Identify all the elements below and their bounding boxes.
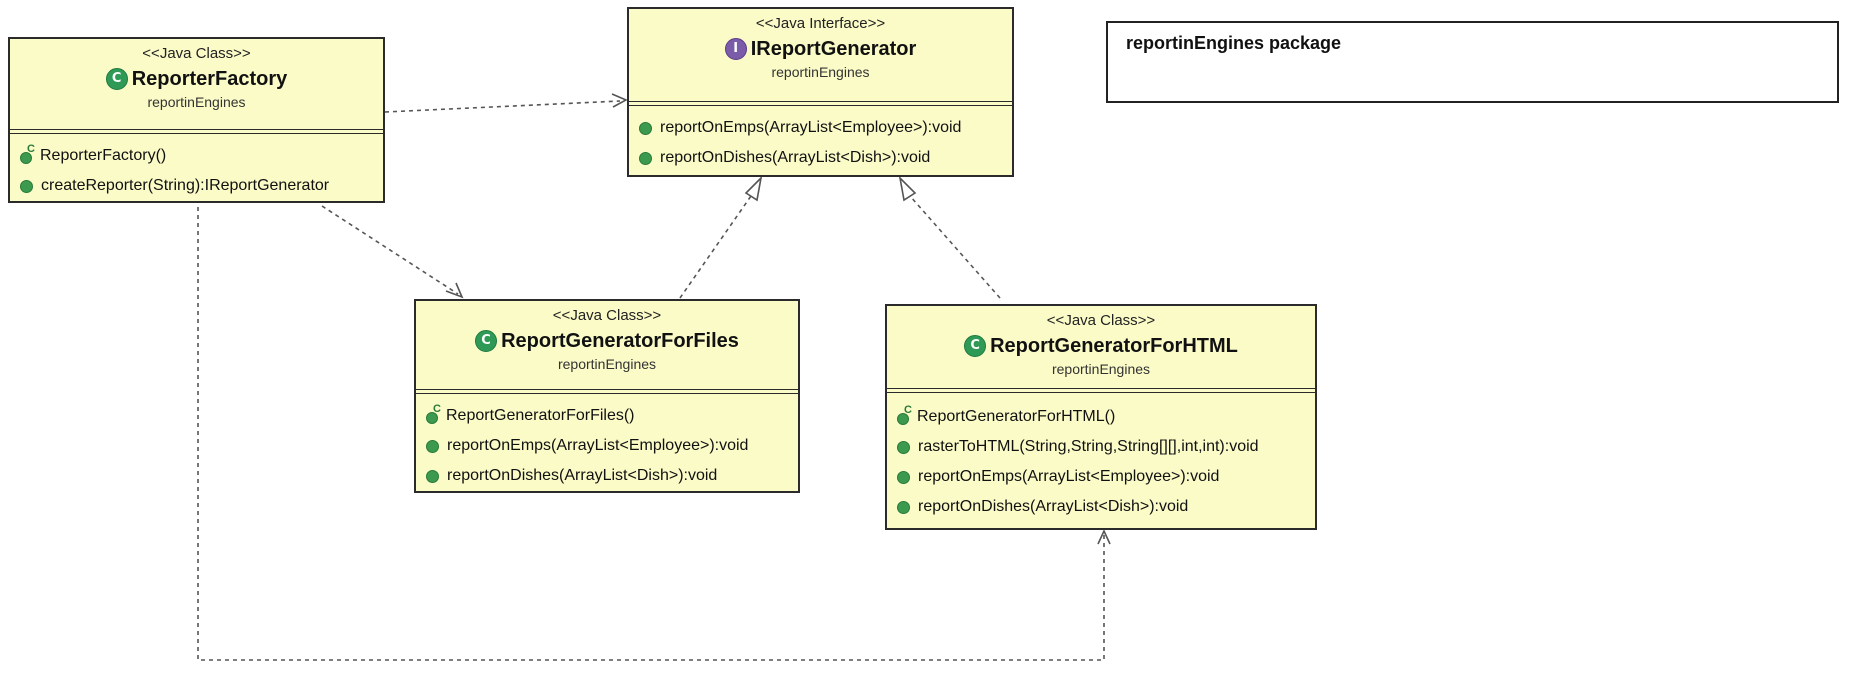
method-label: reportOnDishes(ArrayList<Dish>):void <box>918 498 1189 515</box>
class-report-generator-for-files[interactable]: <<Java Class>> C ReportGeneratorForFiles… <box>414 299 800 493</box>
class-name: ReportGeneratorForHTML <box>990 335 1238 357</box>
method-label: createReporter(String):IReportGenerator <box>41 177 330 194</box>
realization-files-to-interface <box>679 195 752 299</box>
class-name: ReportGeneratorForFiles <box>501 330 739 352</box>
package-label: reportinEngines <box>557 356 657 372</box>
attributes-separator <box>416 389 798 394</box>
method-row[interactable]: reportOnDishes(ArrayList<Dish>):void <box>639 143 1008 173</box>
attributes-separator <box>887 388 1315 393</box>
public-method-icon <box>897 440 910 454</box>
arrowhead-html <box>1097 529 1111 545</box>
realization-triangle-left <box>744 175 763 202</box>
dependency-factory-to-files <box>321 205 459 295</box>
arrowhead-interface <box>611 93 628 108</box>
method-row[interactable]: C ReportGeneratorForFiles() <box>426 401 794 431</box>
stereotype-label: <<Java Interface>> <box>755 15 886 32</box>
method-label: ReportGeneratorForHTML() <box>917 408 1116 425</box>
method-label: ReportGeneratorForFiles() <box>446 407 635 424</box>
stereotype-label: <<Java Class>> <box>552 307 662 324</box>
method-row[interactable]: rasterToHTML(String,String,String[][],in… <box>897 432 1311 462</box>
public-method-icon <box>897 500 910 514</box>
public-method-icon <box>426 439 439 453</box>
method-label: rasterToHTML(String,String,String[][],in… <box>918 438 1259 455</box>
method-row[interactable]: createReporter(String):IReportGenerator <box>20 171 379 201</box>
stereotype-label: <<Java Class>> <box>1046 312 1156 329</box>
method-label: reportOnEmps(ArrayList<Employee>):void <box>660 119 962 136</box>
package-label: reportinEngines <box>147 94 246 110</box>
class-name: ReporterFactory <box>131 68 288 90</box>
arrowhead-files <box>445 282 464 299</box>
package-note-text: reportinEngines package <box>1126 33 1342 53</box>
method-row[interactable]: C ReportGeneratorForHTML() <box>897 402 1311 432</box>
method-row[interactable]: reportOnEmps(ArrayList<Employee>):void <box>426 431 794 461</box>
public-method-icon <box>426 469 439 483</box>
attributes-separator <box>10 129 383 134</box>
method-row[interactable]: reportOnDishes(ArrayList<Dish>):void <box>426 461 794 491</box>
dependency-factory-to-html <box>197 207 1105 661</box>
method-row[interactable]: C ReporterFactory() <box>20 141 379 171</box>
package-label: reportinEngines <box>1051 361 1151 377</box>
interface-name: IReportGenerator <box>750 38 917 60</box>
class-icon: C <box>964 335 987 357</box>
method-label: reportOnDishes(ArrayList<Dish>):void <box>447 467 718 484</box>
public-method-icon <box>20 179 33 193</box>
constructor-icon: C <box>20 144 35 164</box>
method-label: reportOnEmps(ArrayList<Employee>):void <box>918 468 1220 485</box>
method-label: reportOnDishes(ArrayList<Dish>):void <box>660 149 931 166</box>
attributes-separator <box>629 101 1012 106</box>
method-row[interactable]: reportOnEmps(ArrayList<Employee>):void <box>897 462 1311 492</box>
package-note: reportinEngines package <box>1106 21 1839 103</box>
class-reporter-factory[interactable]: <<Java Class>> C ReporterFactory reporti… <box>8 37 385 203</box>
constructor-icon: C <box>426 404 441 424</box>
public-method-icon <box>639 121 652 135</box>
public-method-icon <box>639 151 652 165</box>
method-label: ReporterFactory() <box>40 147 167 164</box>
interface-icon: I <box>724 38 747 60</box>
package-label: reportinEngines <box>771 64 870 80</box>
dependency-factory-to-interface <box>384 100 621 113</box>
class-report-generator-for-html[interactable]: <<Java Class>> C ReportGeneratorForHTML … <box>885 304 1317 530</box>
realization-html-to-interface <box>909 195 1001 299</box>
constructor-icon: C <box>897 405 912 425</box>
public-method-icon <box>897 470 910 484</box>
method-row[interactable]: reportOnDishes(ArrayList<Dish>):void <box>897 492 1311 522</box>
class-icon: C <box>475 330 498 352</box>
class-icon: C <box>105 68 128 90</box>
method-row[interactable]: reportOnEmps(ArrayList<Employee>):void <box>639 113 1008 143</box>
stereotype-label: <<Java Class>> <box>142 45 251 62</box>
realization-triangle-right <box>898 175 917 202</box>
interface-ireport-generator[interactable]: <<Java Interface>> I IReportGenerator re… <box>627 7 1014 177</box>
method-label: reportOnEmps(ArrayList<Employee>):void <box>447 437 749 454</box>
